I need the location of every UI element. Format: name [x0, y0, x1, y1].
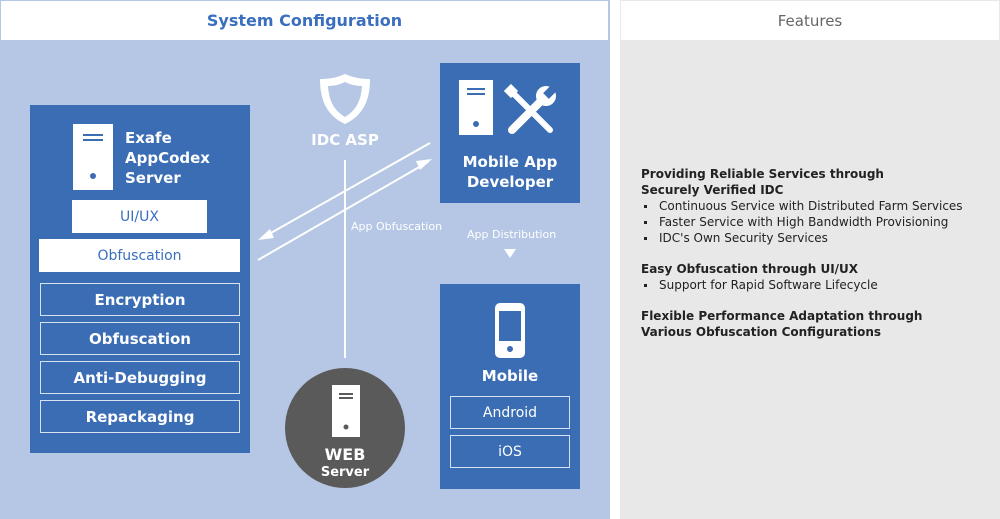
encryption-module[interactable]: Encryption	[40, 283, 240, 316]
features-list: Providing Reliable Services through Secu…	[641, 166, 991, 355]
idc-asp-label: IDC ASP	[311, 131, 379, 149]
appcodex-server-box	[30, 105, 250, 453]
shield-icon	[320, 74, 370, 124]
server-title-line: Server	[125, 169, 181, 187]
feature-bullet: IDC's Own Security Services	[641, 230, 991, 246]
ios-button[interactable]: iOS	[450, 435, 570, 468]
features-panel	[620, 0, 1000, 519]
feature-bullet: Faster Service with High Bandwidth Provi…	[641, 214, 991, 230]
feature-section: Easy Obfuscation through UI/UX Support f…	[641, 261, 991, 293]
feature-heading: Securely Verified IDC	[641, 183, 784, 197]
developer-label-line: Mobile App	[462, 153, 558, 171]
server-icon	[73, 124, 113, 190]
web-label-line2: Server	[320, 465, 370, 480]
ui-ux-button[interactable]: UI/UX	[72, 200, 207, 233]
feature-heading: Various Obfuscation Configurations	[641, 325, 882, 339]
wrench-screwdriver-icon	[504, 84, 558, 134]
smartphone-icon	[495, 303, 525, 358]
connector-lines	[257, 142, 516, 358]
feature-bullet: Continuous Service with Distributed Farm…	[641, 198, 991, 214]
obfuscation-button[interactable]: Obfuscation	[39, 239, 240, 272]
mobile-label: Mobile	[481, 367, 539, 385]
arrow-server-to-dev	[257, 161, 429, 261]
app-distribution-label: App Distribution	[467, 228, 557, 241]
anti-debugging-module[interactable]: Anti-Debugging	[40, 361, 240, 394]
feature-heading: Providing Reliable Services through	[641, 167, 884, 181]
developer-label-line: Developer	[466, 173, 554, 191]
system-configuration-header: System Configuration	[1, 1, 608, 40]
arrow-down-icon	[504, 249, 516, 258]
server-title: Exafe AppCodex Server	[125, 128, 210, 188]
feature-heading: Easy Obfuscation through UI/UX	[641, 262, 859, 276]
developer-label: Mobile App Developer	[440, 152, 580, 192]
server-icon	[459, 80, 493, 135]
feature-bullet: Support for Rapid Software Lifecycle	[641, 277, 991, 293]
server-title-line: Exafe	[125, 129, 172, 147]
arrow-head-to-dev	[416, 159, 432, 170]
android-button[interactable]: Android	[450, 396, 570, 429]
repackaging-module[interactable]: Repackaging	[40, 400, 240, 433]
arrow-head-to-server	[258, 229, 274, 240]
server-title-line: AppCodex	[125, 149, 210, 167]
feature-section: Flexible Performance Adaptation through …	[641, 308, 991, 340]
feature-section: Providing Reliable Services through Secu…	[641, 166, 991, 246]
web-label-line1: WEB	[324, 445, 366, 464]
features-header: Features	[621, 1, 999, 40]
obfuscation-module[interactable]: Obfuscation	[40, 322, 240, 355]
server-icon	[332, 385, 360, 437]
app-obfuscation-label: App Obfuscation	[351, 220, 443, 233]
web-server-label: WEB Server	[285, 446, 405, 482]
feature-heading: Flexible Performance Adaptation through	[641, 309, 923, 323]
